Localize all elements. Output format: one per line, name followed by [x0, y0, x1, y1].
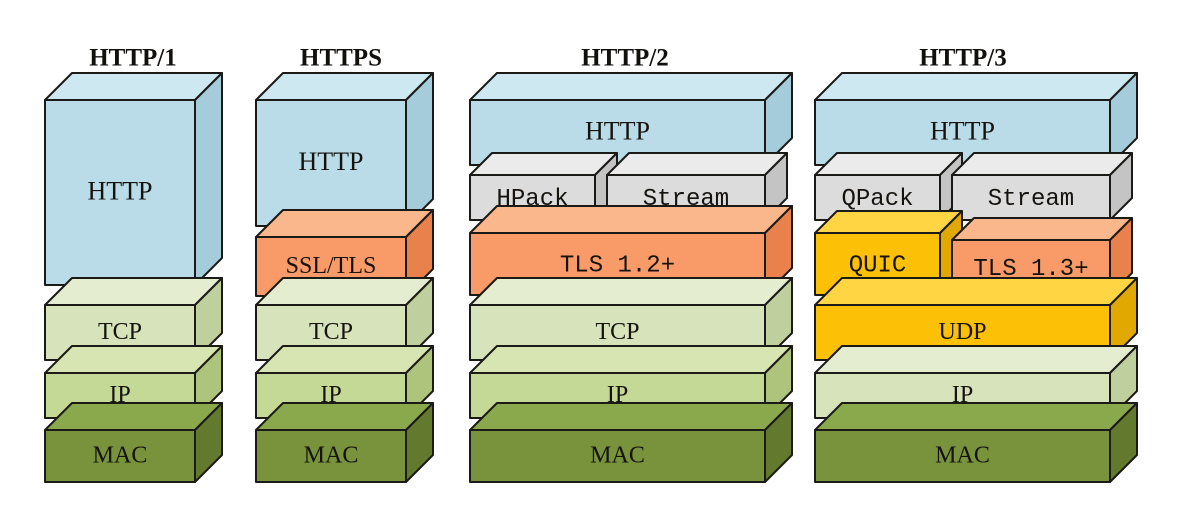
layer-label-quic: QUIC: [849, 252, 907, 279]
layer-http3-mac[interactable]: MAC: [814, 402, 1138, 483]
layer-front-face: [44, 429, 196, 483]
layer-top-face: [44, 72, 223, 101]
layer-http2-http[interactable]: HTTP: [469, 72, 793, 166]
layer-label-ip: IP: [320, 382, 341, 408]
layer-top-face: [44, 277, 223, 306]
layer-top-face: [814, 152, 963, 176]
layer-top-face: [814, 72, 1138, 101]
layer-front-face: [951, 174, 1111, 221]
layer-label-qpack: QPack: [841, 186, 913, 213]
layer-label-ip: IP: [109, 382, 130, 408]
layer-top-face: [469, 72, 793, 101]
layer-http3-stream[interactable]: Stream: [951, 152, 1133, 221]
layer-front-face: [255, 429, 407, 483]
layer-label-udp: UDP: [938, 319, 986, 345]
layer-top-face: [255, 345, 434, 374]
layer-top-face: [255, 72, 434, 101]
column-title-http1: HTTP/1: [89, 45, 177, 72]
layer-http1-http[interactable]: HTTP: [44, 72, 223, 286]
layer-top-face: [951, 217, 1133, 241]
layer-top-face: [255, 209, 434, 238]
layer-top-face: [469, 345, 793, 374]
layer-label-stream: Stream: [988, 186, 1074, 213]
layer-label-mac: MAC: [935, 443, 990, 469]
layer-top-face: [469, 277, 793, 306]
column-title-https: HTTPS: [300, 45, 382, 72]
layer-top-face: [814, 402, 1138, 431]
layer-top-face: [255, 402, 434, 431]
layer-top-face: [606, 152, 788, 176]
column-https: HTTPS HTTP SSL/TLS TCP IP MAC: [255, 45, 434, 483]
layer-top-face: [814, 277, 1138, 306]
layer-top-face: [814, 210, 963, 234]
layer-https-mac[interactable]: MAC: [255, 402, 434, 483]
layer-label-ip: IP: [607, 382, 628, 408]
layer-label-http: HTTP: [88, 176, 153, 205]
layer-top-face: [255, 277, 434, 306]
layer-top-face: [814, 345, 1138, 374]
layer-front-face: [255, 99, 407, 227]
layer-label-mac: MAC: [304, 443, 359, 469]
layer-http3-udp[interactable]: UDP: [814, 277, 1138, 361]
layer-label-http: HTTP: [299, 147, 364, 176]
layer-http2-mac[interactable]: MAC: [469, 402, 793, 483]
layer-label-http: HTTP: [930, 116, 995, 145]
layer-http3-qpack[interactable]: QPack: [814, 152, 963, 221]
layer-top-face: [469, 402, 793, 431]
layer-label-ip: IP: [952, 382, 973, 408]
layer-http1-mac[interactable]: MAC: [44, 402, 223, 483]
layer-https-http[interactable]: HTTP: [255, 72, 434, 227]
layer-front-face: [814, 429, 1111, 483]
layer-top-face: [44, 345, 223, 374]
layer-label-ssl-tls: SSL/TLS: [286, 253, 377, 279]
layer-side-face: [194, 72, 223, 286]
layer-top-face: [951, 152, 1133, 176]
layer-label-http: HTTP: [585, 116, 650, 145]
layer-top-face: [44, 402, 223, 431]
layer-front-face: [469, 429, 766, 483]
layer-http3-ip[interactable]: IP: [814, 345, 1138, 419]
layer-side-face: [405, 72, 434, 227]
layer-top-face: [469, 205, 793, 234]
layer-label-tcp: TCP: [595, 319, 639, 345]
layer-label-tcp: TCP: [98, 319, 142, 345]
layer-label-tcp: TCP: [309, 319, 353, 345]
layer-top-face: [469, 152, 618, 176]
layer-front-face: [44, 99, 196, 286]
column-title-http2: HTTP/2: [581, 45, 669, 72]
layer-http3-http[interactable]: HTTP: [814, 72, 1138, 166]
layer-label-mac: MAC: [93, 443, 148, 469]
column-title-http3: HTTP/3: [919, 45, 1007, 72]
layer-label-mac: MAC: [590, 443, 645, 469]
layer-label-tls: TLS 1.2+: [560, 252, 675, 279]
